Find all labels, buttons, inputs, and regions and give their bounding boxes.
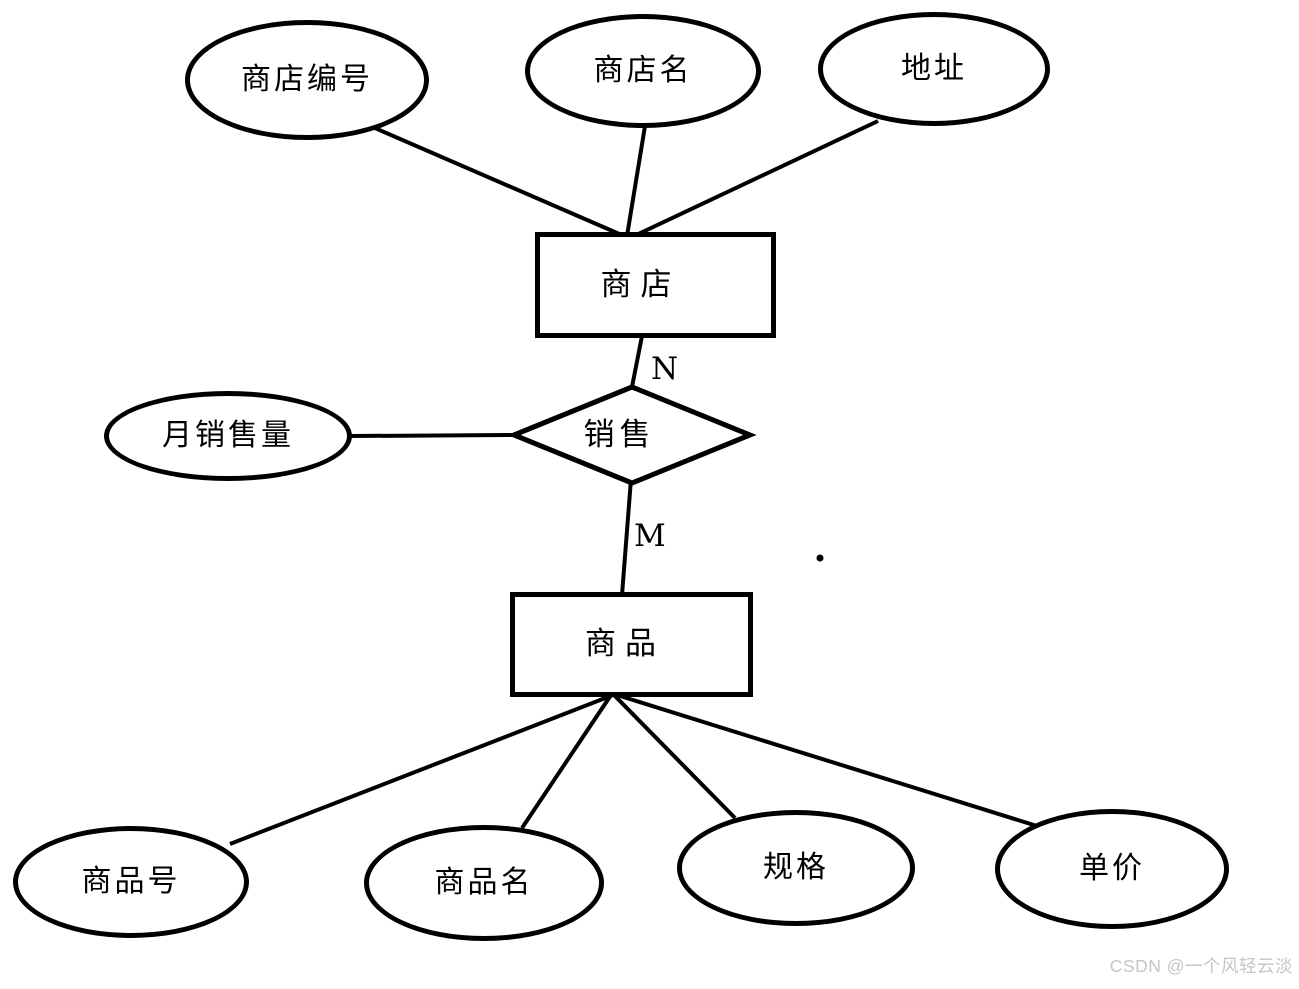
attribute-label-product-no: 商品号 bbox=[81, 864, 181, 899]
entity-label-product: 商品 bbox=[585, 626, 665, 662]
edge-sales-to-product bbox=[620, 478, 633, 596]
attribute-ellipse-unit-price: 单价 bbox=[995, 809, 1229, 929]
attribute-label-store-name: 商店名 bbox=[593, 53, 693, 88]
attribute-ellipse-store-no: 商店编号 bbox=[185, 20, 429, 140]
attribute-ellipse-product-name: 商品名 bbox=[364, 825, 604, 941]
edge-monthly-sales-to-sales bbox=[349, 433, 519, 438]
attribute-label-address: 地址 bbox=[901, 51, 967, 86]
attribute-label-product-name: 商品名 bbox=[434, 865, 534, 900]
attribute-ellipse-spec: 规格 bbox=[677, 810, 915, 926]
edge-product-to-spec bbox=[612, 693, 737, 820]
sales-relationship-diamond bbox=[507, 384, 757, 486]
stray-dot bbox=[816, 554, 824, 562]
entity-label-store: 商店 bbox=[600, 266, 681, 303]
edge-store-no-to-store bbox=[367, 123, 625, 238]
attribute-label-unit-price: 单价 bbox=[1079, 851, 1145, 886]
attribute-ellipse-address: 地址 bbox=[818, 12, 1050, 126]
edge-product-to-product-no bbox=[229, 693, 614, 846]
attribute-ellipse-monthly-sales: 月销售量 bbox=[104, 391, 352, 481]
attribute-label-store-no: 商店编号 bbox=[241, 62, 373, 97]
edge-product-to-unit-price bbox=[616, 693, 1038, 828]
cardinality-label-n: N bbox=[651, 351, 679, 387]
relationship-label-sales: 销售 bbox=[583, 416, 656, 453]
entity-rect-store: 商店 bbox=[535, 232, 776, 338]
relationship-label-box-sales: 销售 bbox=[514, 411, 750, 459]
watermark-text: CSDN @一个风轻云淡 bbox=[1109, 956, 1293, 976]
attribute-ellipse-store-name: 商店名 bbox=[525, 14, 761, 128]
attribute-label-spec: 规格 bbox=[763, 850, 829, 885]
entity-rect-product: 商品 bbox=[510, 592, 753, 697]
edge-address-to-store bbox=[633, 119, 879, 238]
edge-store-name-to-store bbox=[625, 125, 647, 237]
attribute-ellipse-product-no: 商品号 bbox=[13, 826, 249, 938]
attribute-label-monthly-sales: 月销售量 bbox=[162, 418, 294, 453]
edge-store-to-sales bbox=[629, 335, 644, 393]
edge-product-to-product-name bbox=[520, 693, 613, 830]
cardinality-label-m: M bbox=[634, 518, 666, 554]
